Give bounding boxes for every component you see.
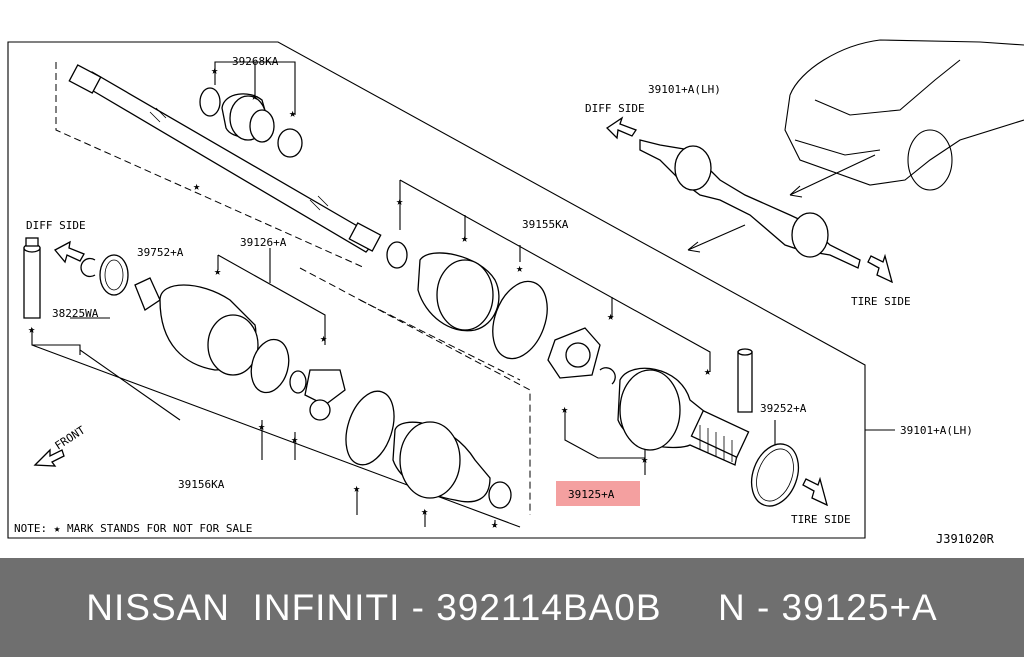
- svg-text:★: ★: [214, 264, 221, 278]
- svg-text:★: ★: [211, 63, 218, 77]
- outer-cv-joint: [617, 348, 800, 507]
- svg-text:★: ★: [291, 432, 298, 446]
- footer-bar: NISSAN INFINITI - 392114BA0B N - 39125+A: [0, 558, 1024, 657]
- label-38225wa: 38225WA: [52, 307, 99, 320]
- bracket-39156: [31, 328, 521, 528]
- tire-side-arrow-bottom: [802, 476, 828, 507]
- bracket-39268: [214, 61, 296, 115]
- svg-text:★: ★: [28, 322, 35, 336]
- label-39101-lh-right: 39101+A(LH): [900, 424, 973, 437]
- svg-text:★: ★: [491, 517, 498, 531]
- svg-text:★: ★: [704, 364, 711, 378]
- label-39156ka: 39156KA: [178, 478, 225, 491]
- front-arrow: [33, 448, 65, 467]
- bracket-39126: [217, 248, 326, 345]
- svg-text:★: ★: [353, 481, 360, 495]
- label-diff-side-left: DIFF SIDE: [26, 219, 86, 232]
- svg-text:★: ★: [641, 452, 648, 466]
- label-tire-side-top: TIRE SIDE: [851, 295, 911, 308]
- label-39268ka: 39268KA: [232, 55, 279, 68]
- svg-text:★: ★: [193, 179, 200, 193]
- dashed-layout-upper: [55, 62, 366, 269]
- tire-side-arrow-top: [867, 253, 893, 284]
- svg-text:★: ★: [320, 331, 327, 345]
- svg-text:★: ★: [421, 504, 428, 518]
- svg-text:★: ★: [516, 261, 523, 275]
- dashed-layout-mid: [299, 267, 531, 515]
- label-39101-lh-top: 39101+A(LH): [648, 83, 721, 96]
- label-39125a: 39125+A: [568, 488, 615, 501]
- svg-text:★: ★: [289, 106, 296, 120]
- star-markers: ★ ★ ★ ★ ★ ★ ★ ★ ★ ★ ★ ★ ★ ★ ★ ★ ★ ★ ★: [28, 63, 711, 531]
- boot-kit-top: [199, 87, 303, 158]
- svg-text:★: ★: [607, 309, 614, 323]
- label-39252a: 39252+A: [760, 402, 807, 415]
- car-outline: [784, 39, 1024, 191]
- parts-diagram: ★ ★ ★ ★ ★ ★ ★ ★ ★ ★ ★ ★ ★ ★ ★ ★ ★ ★ ★ 39…: [7, 39, 1024, 545]
- svg-text:★: ★: [561, 402, 568, 416]
- label-front: FRONT: [53, 423, 88, 452]
- diagram-frame: [7, 41, 866, 539]
- diff-side-arrow-right: [605, 116, 637, 140]
- direction-arrow-upper: [789, 154, 876, 198]
- note-text: NOTE: ★ MARK STANDS FOR NOT FOR SALE: [14, 522, 252, 535]
- dashed-layout-lower: [359, 299, 521, 381]
- label-39155ka: 39155KA: [522, 218, 569, 231]
- svg-text:★: ★: [461, 231, 468, 245]
- direction-arrow-lower: [687, 224, 746, 253]
- bracket-39155: [399, 179, 711, 372]
- highlight-39125a: [556, 481, 640, 506]
- label-diff-side-right: DIFF SIDE: [585, 102, 645, 115]
- label-39752a: 39752+A: [137, 246, 184, 259]
- svg-text:★: ★: [396, 194, 403, 208]
- svg-text:★: ★: [258, 419, 265, 433]
- boot-kit-middle: [386, 241, 616, 385]
- drawing-code: J391020R: [936, 532, 995, 545]
- label-tire-side-bottom: TIRE SIDE: [791, 513, 851, 526]
- intermediate-shaft: [68, 64, 382, 253]
- diff-side-arrow-left: [53, 240, 85, 264]
- inner-joint: [23, 237, 512, 509]
- footer-part-number: NISSAN INFINITI - 392114BA0B N - 39125+A: [86, 587, 938, 628]
- driveshaft-assembly: [639, 139, 861, 269]
- svg-text:★: ★: [251, 89, 258, 103]
- label-39126a: 39126+A: [240, 236, 287, 249]
